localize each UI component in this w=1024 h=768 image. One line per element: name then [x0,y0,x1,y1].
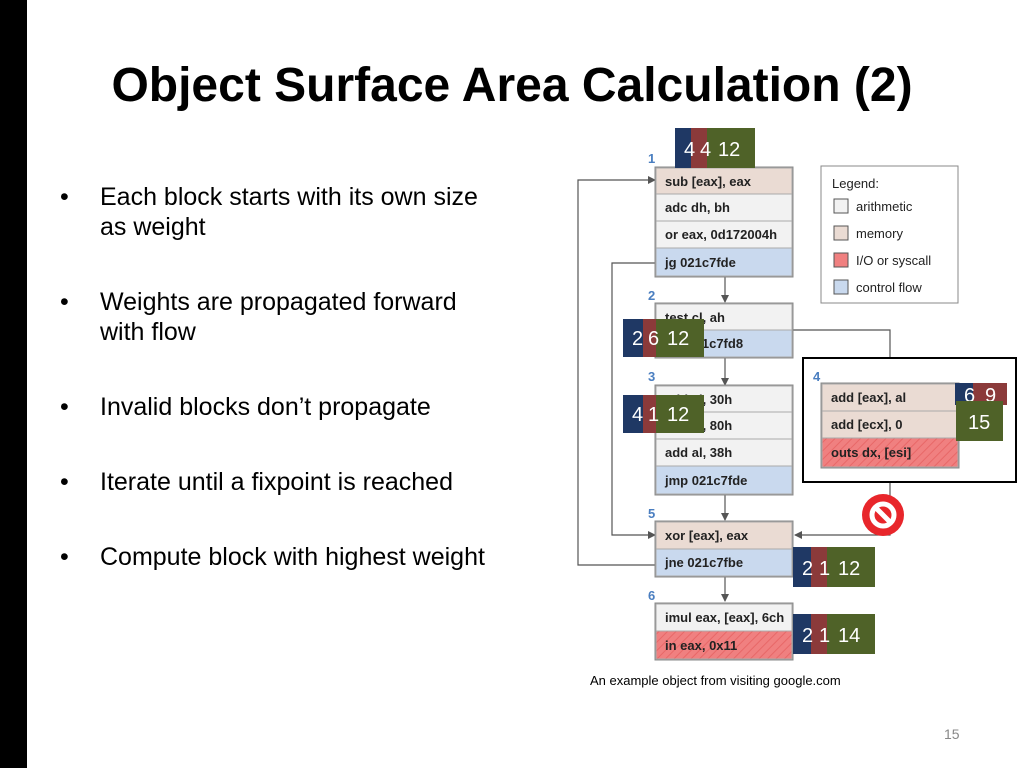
weight-5-c: 12 [838,558,860,580]
legend-label-memory: memory [856,226,903,241]
weight-2-c: 12 [667,328,689,350]
edge-5-to-1-back [577,176,656,566]
weight-badge-block-4: 6 9 15 [955,383,1007,441]
block-5: xor [eax], eax jne 021c7fbe 5 [648,506,794,578]
bullet-dot: • [60,543,69,571]
block-1: sub [eax], eax adc dh, bh or eax, 0d1720… [648,151,794,278]
block-3-line-4 [655,465,793,495]
block-1-text-3: or eax, 0d172004h [665,227,777,242]
block-4-number: 4 [813,369,821,384]
block-6-line-1 [655,603,793,632]
bullet-text: Iterate until a fixpoint is reached [100,468,453,496]
edge-1-to-5 [611,262,656,539]
block-1-text-2: adc dh, bh [665,200,730,215]
weight-1-c: 12 [718,139,740,161]
weight-badge-block-2: 2 6 12 [623,319,704,357]
legend-swatch-arithmetic [833,198,849,214]
weight-4-a: 6 [964,385,975,407]
weight-badge-block-6: 2 1 14 [793,614,875,654]
bullet-dot: • [60,183,69,211]
bullet-item: • Compute block with highest weight [60,542,500,572]
weight-3-c: 12 [667,404,689,426]
bullet-dot: • [60,468,69,496]
block-4-text-3: outs dx, [esi] [831,445,911,460]
block-1-line-3 [655,220,793,249]
bullet-item: • Weights are propagated forward with flo… [60,287,500,347]
block-4-text-1: add [eax], al [831,390,906,405]
bullet-text: Invalid blocks don’t propagate [100,393,431,421]
block-6-text-2: in eax, 0x11 [665,638,737,653]
block-5-text-1: xor [eax], eax [665,528,749,543]
legend-label-control-flow: control flow [856,280,922,295]
weight-4-c: 15 [968,412,990,434]
weight-5-a: 2 [802,558,813,580]
left-accent-bar [0,0,27,768]
bullet-dot: • [60,288,69,316]
weight-5-b: 1 [819,558,830,580]
legend-label-arithmetic: arithmetic [856,199,913,214]
legend-swatch-control-flow [833,279,849,295]
block-6-number: 6 [648,588,655,603]
no-entry-icon [862,494,904,536]
block-3-text-4: jmp 021c7fde [664,473,747,488]
block-6-line-2 [655,630,793,660]
weight-6-c: 14 [838,625,860,647]
block-2: test cl, ah jge 021c7fd8 2 [648,288,794,359]
block-5-line-2 [655,548,793,577]
block-3-line-3 [655,438,793,467]
bullet-item: • Each block starts with its own size as … [60,182,500,242]
block-1-text-4: jg 021c7fde [664,255,736,270]
weight-2-b: 6 [648,328,659,350]
weight-6-b: 1 [819,625,830,647]
legend-title: Legend: [832,176,879,191]
block-3-number: 3 [648,369,655,384]
legend-swatch-memory [833,225,849,241]
weight-1-b: 4 [700,139,711,161]
bullet-item: • Invalid blocks don’t propagate [60,392,500,422]
cfg-edges [577,176,894,602]
bullet-text: Weights are propagated forward with flow [100,288,457,346]
bullet-dot: • [60,393,69,421]
block-1-text-1: sub [eax], eax [665,174,752,189]
block-5-number: 5 [648,506,655,521]
legend: Legend: arithmetic memory I/O or syscall… [820,165,959,304]
block-4-line-2 [821,410,959,439]
weight-6-a: 2 [802,625,813,647]
bullet-item: • Iterate until a fixpoint is reached [60,467,500,497]
figure-caption: An example object from visiting google.c… [590,673,841,688]
bullet-text: Compute block with highest weight [100,543,485,571]
weight-4-b: 9 [985,385,996,407]
bullet-list: • Each block starts with its own size as … [60,182,500,617]
block-6: imul eax, [eax], 6ch in eax, 0x11 6 [648,588,794,661]
legend-label-io: I/O or syscall [856,253,931,268]
block-6-text-1: imul eax, [eax], 6ch [665,610,784,625]
block-5-text-2: jne 021c7fbe [664,555,743,570]
legend-swatch-io [833,252,849,268]
weight-3-b: 1 [648,404,659,426]
bullet-text: Each block starts with its own size as w… [100,183,478,241]
block-3-text-3: add al, 38h [665,445,732,460]
weight-2-a: 2 [632,328,643,350]
block-1-line-2 [655,193,793,222]
weight-badge-block-1: 4 4 12 [675,128,755,168]
edge-4-to-5 [794,468,891,539]
weight-badge-block-5: 2 1 12 [793,547,875,587]
weight-3-a: 4 [632,404,643,426]
block-1-line-4 [655,247,793,277]
page-number: 15 [944,726,960,742]
block-5-line-1 [655,521,793,550]
weight-1-a: 4 [684,139,695,161]
block-4-line-3 [821,437,959,468]
block-2-number: 2 [648,288,655,303]
block-4-line-1 [821,383,959,412]
block-1-number: 1 [648,151,655,166]
slide-title: Object Surface Area Calculation (2) [111,59,913,112]
weight-badge-block-3: 4 1 12 [623,395,704,433]
block-4-text-2: add [ecx], 0 [831,417,903,432]
